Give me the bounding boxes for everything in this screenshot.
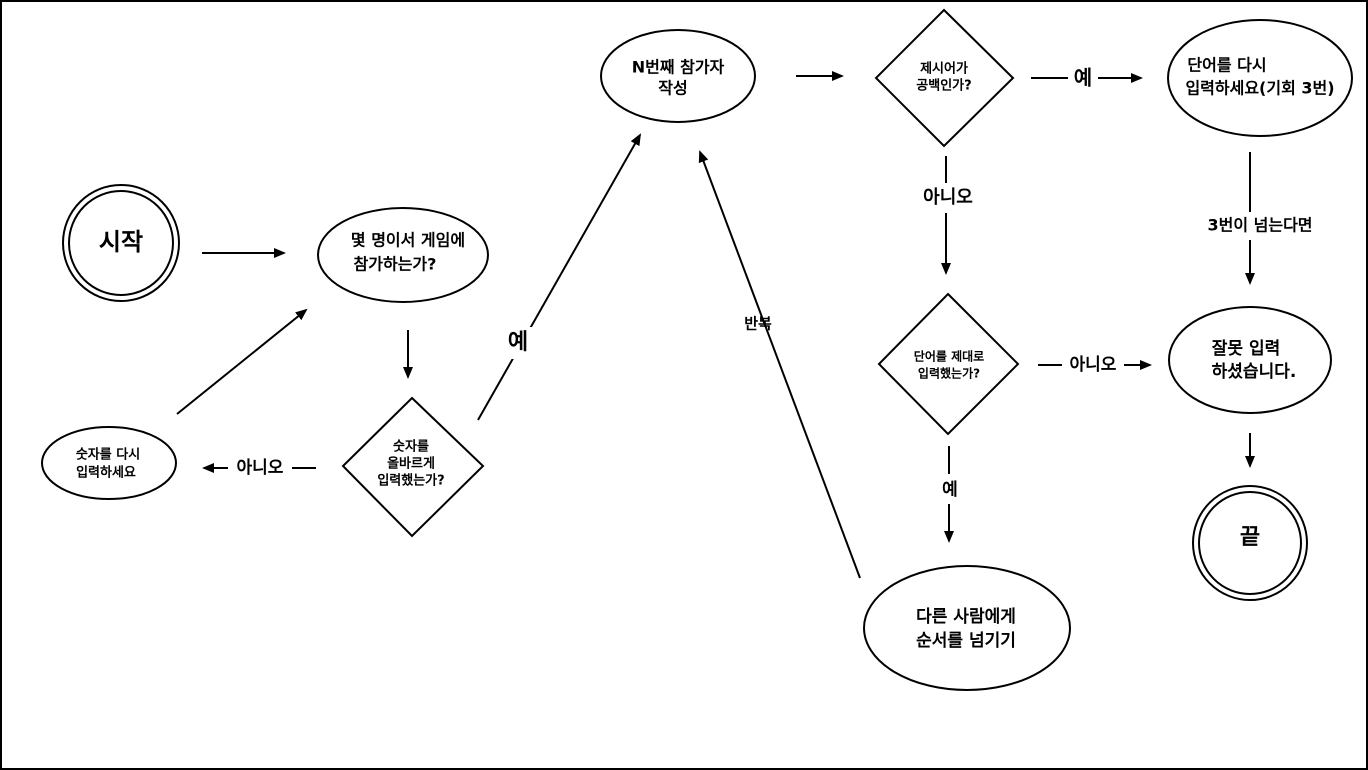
label-bg-blank-yes [1068, 64, 1098, 94]
label-bg-over-three [1190, 212, 1330, 240]
reenter-number-node: 숫자를 다시 입력하세요 [41, 426, 177, 500]
label-blank-yes: 예 [1074, 66, 1092, 90]
ask-players-node: 몇 명이서 게임에 참가하는가? [317, 207, 489, 303]
pass-turn-line1: 다른 사람에게 [916, 606, 1016, 627]
reenter-word-node: 단어를 다시 입력하세요(기회 3번) [1167, 19, 1353, 137]
start-node: 시작 [62, 184, 180, 302]
pass-turn-node: 다른 사람에게 순서를 넘기기 [863, 565, 1071, 691]
reenter-word-line1: 단어를 다시 [1187, 56, 1266, 75]
reenter-word-line2: 입력하세요(기회 3번) [1185, 79, 1334, 98]
label-bg-number-yes [502, 327, 536, 359]
nth-player-line1: N번째 참가자 [632, 58, 725, 77]
wrong-input-line1: 잘못 입력 [1212, 338, 1280, 359]
check-number-decision: 숫자를 올바르게 입력했는가? [341, 396, 485, 538]
label-number-no: 아니오 [237, 458, 284, 478]
check-number-line2: 올바르게 [387, 456, 435, 472]
edge-check-number-yes [477, 133, 641, 421]
label-repeat: 반복 [744, 315, 772, 333]
label-word-yes: 예 [942, 480, 958, 500]
label-blank-no: 아니오 [923, 187, 973, 208]
label-word-no: 아니오 [1070, 355, 1117, 375]
check-blank-decision: 제시어가 공백인가? [874, 8, 1015, 148]
check-word-decision: 단어를 제대로 입력했는가? [877, 292, 1020, 436]
nth-player-line2: 작성 [658, 79, 687, 98]
wrong-input-node: 잘못 입력 하셨습니다. [1168, 306, 1332, 414]
end-node: 끝 [1192, 485, 1308, 601]
label-over-three: 3번이 넘는다면 [1207, 216, 1312, 235]
end-label: 끝 [1240, 525, 1260, 550]
start-label: 시작 [99, 228, 143, 256]
ask-players-line1: 몇 명이서 게임에 [351, 231, 465, 250]
check-word-line1: 단어를 제대로 [914, 349, 984, 364]
pass-turn-line2: 순서를 넘기기 [916, 631, 1016, 651]
edge-reenter-number-to-ask [176, 308, 308, 415]
ask-players-line2: 참가하는가? [354, 255, 437, 274]
check-number-line3: 입력했는가? [377, 473, 444, 489]
label-bg-number-no [228, 455, 292, 481]
edge-pass-turn-repeat [698, 150, 861, 579]
nth-player-node: N번째 참가자 작성 [600, 29, 756, 123]
check-number-line1: 숫자를 [393, 440, 429, 455]
label-bg-word-yes [936, 474, 964, 504]
check-word-line2: 입력했는가? [918, 366, 980, 381]
check-blank-line1: 제시어가 [920, 61, 968, 77]
check-blank-line2: 공백인가? [916, 78, 971, 94]
wrong-input-line2: 하셨습니다. [1212, 362, 1297, 382]
label-bg-word-no [1062, 352, 1124, 378]
reenter-number-line2: 입력하세요 [76, 465, 136, 481]
label-number-yes: 예 [508, 330, 528, 355]
reenter-number-line1: 숫자를 다시 [76, 447, 140, 463]
label-bg-blank-no [914, 183, 980, 213]
